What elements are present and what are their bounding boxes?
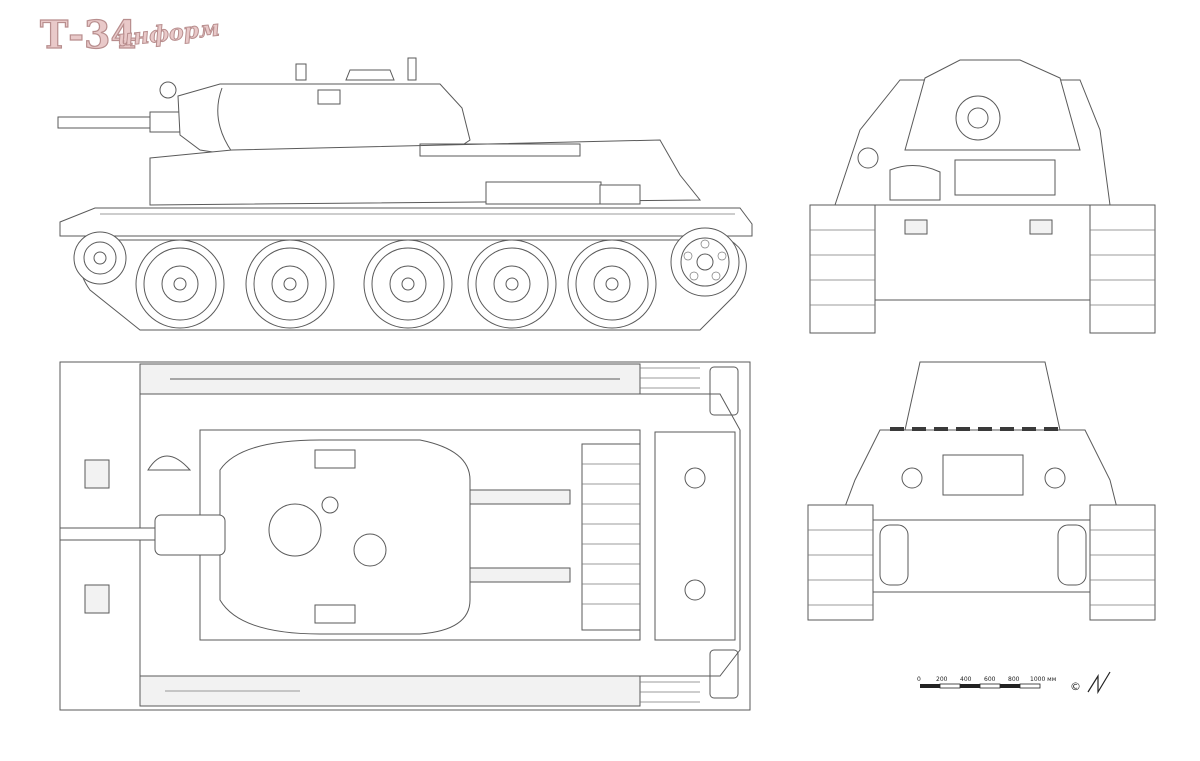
top-gun-barrel: [59, 527, 161, 541]
top-rear-plate: [654, 431, 736, 641]
top-hull-deck: [139, 393, 741, 677]
road-wheels: [135, 239, 657, 329]
front-headlight: [857, 147, 879, 169]
road-wheel: [467, 239, 557, 329]
front-right-track: [1089, 204, 1156, 334]
top-gun-mantlet: [154, 514, 226, 556]
side-view: [57, 57, 753, 331]
rear-transmission-hatch: [942, 454, 1024, 496]
scale-tick-label: 1000 мм: [1030, 676, 1056, 683]
idler-wheel: [73, 231, 127, 285]
front-view: [809, 59, 1156, 334]
side-fender: [59, 207, 753, 237]
driver-hatch: [147, 455, 192, 471]
road-wheel: [135, 239, 225, 329]
rear-view: [807, 361, 1156, 621]
scale-tick-label: 0: [917, 676, 921, 683]
front-gun-mantlet: [955, 95, 1001, 141]
headlight: [159, 81, 177, 99]
copyright-symbol: ©: [1070, 680, 1081, 693]
rear-louvres: [890, 427, 1058, 431]
turret-hatch: [345, 69, 395, 81]
scale-bar: 0 200 400 600 800 1000 мм: [917, 676, 1056, 689]
road-wheel: [245, 239, 335, 329]
logo: Т-34 информ: [39, 11, 221, 57]
top-view: [59, 361, 751, 711]
copyright: ©: [1070, 671, 1111, 695]
author-signature: [1087, 671, 1111, 695]
front-lower-hull: [874, 204, 1091, 301]
scale-tick-label: 600: [984, 676, 996, 683]
engine-louvres: [581, 443, 641, 631]
top-fuel-tank: [709, 366, 739, 416]
top-turret: [219, 439, 471, 635]
rear-turret: [904, 361, 1061, 431]
scale-tick-label: 400: [960, 676, 972, 683]
drive-sprocket: [670, 227, 740, 297]
top-periscope: [314, 449, 356, 469]
rear-lower-hull: [872, 519, 1091, 593]
top-fuel-tank: [709, 649, 739, 699]
logo-main-text: Т-34: [40, 12, 137, 57]
road-wheel: [567, 239, 657, 329]
side-stowage-box: [485, 181, 602, 205]
top-headlight-guard: [84, 459, 110, 489]
front-left-track: [809, 204, 876, 334]
road-wheel: [363, 239, 453, 329]
scale-tick-label: 800: [1008, 676, 1020, 683]
turret-periscope: [317, 89, 341, 105]
turret-hatch-top: [268, 503, 322, 557]
gun-mantlet: [149, 111, 181, 133]
rear-left-track: [807, 504, 874, 621]
scale-tick-label: 200: [936, 676, 948, 683]
rear-right-track: [1089, 504, 1156, 621]
